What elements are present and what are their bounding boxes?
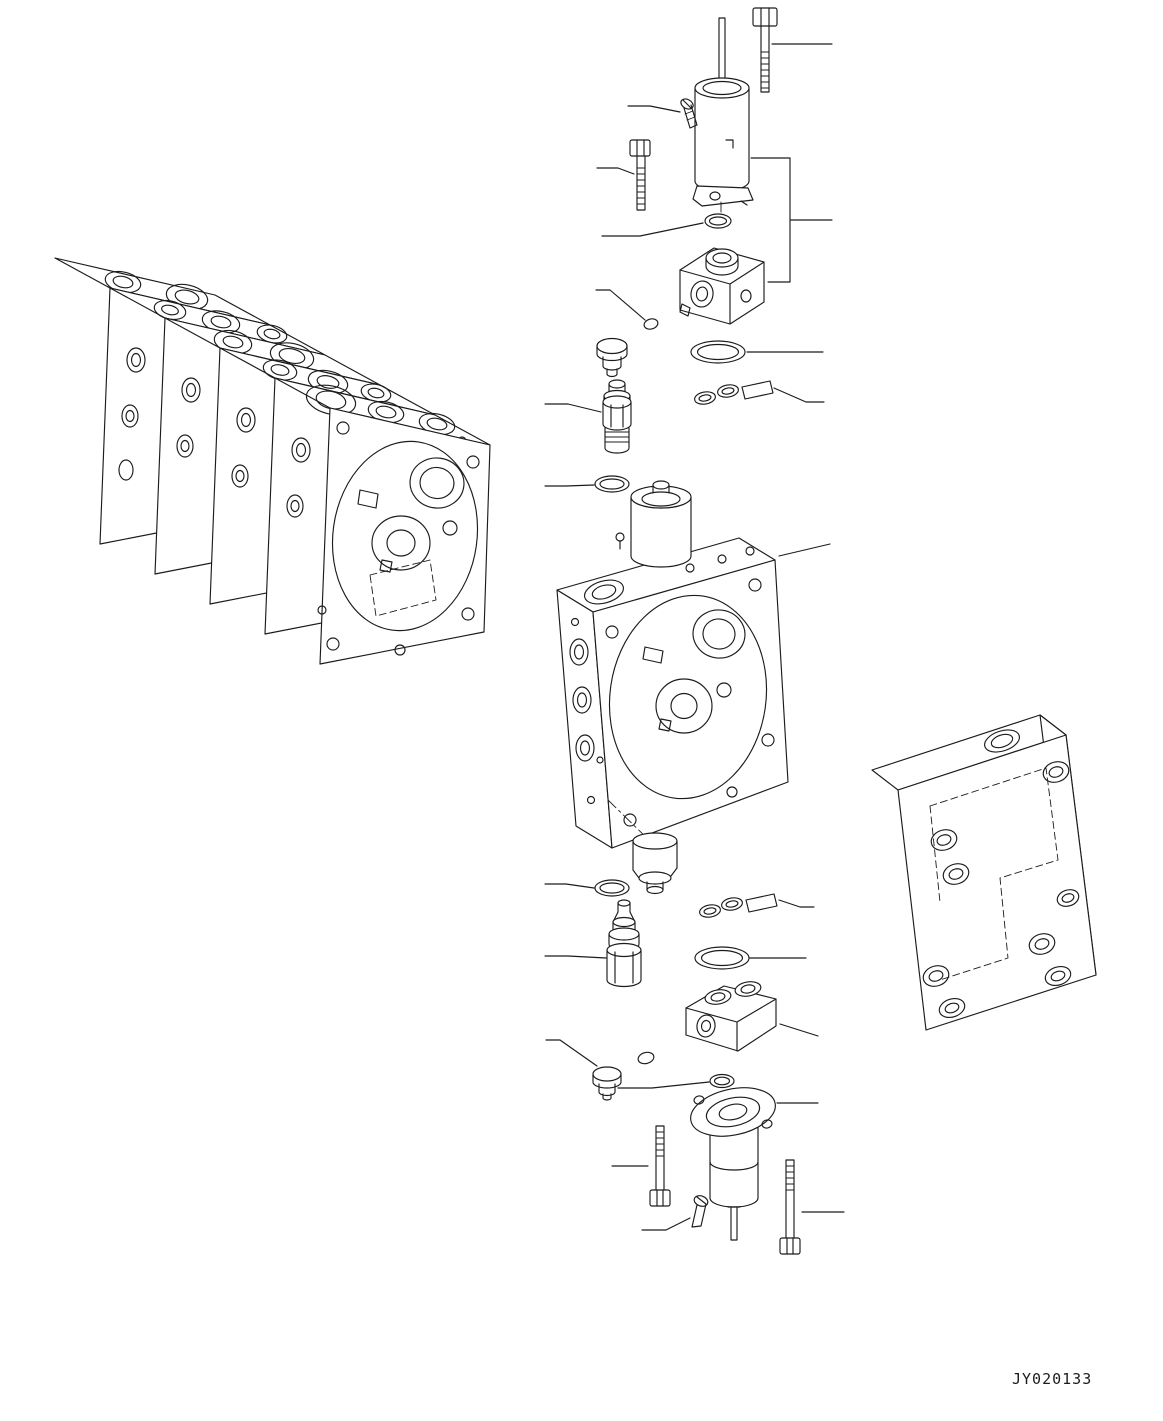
solenoid-flange xyxy=(690,1087,776,1137)
o-ring-lower-left xyxy=(594,879,630,897)
o-ring-small-lower xyxy=(709,1073,735,1089)
socket-bolt-lower-left xyxy=(649,1125,671,1207)
valve-block-assembly xyxy=(54,257,491,665)
seal-kit-lower xyxy=(699,893,778,918)
socket-bolt-upper xyxy=(629,139,651,211)
o-ring-large-upper xyxy=(690,340,746,364)
hex-bolt-top xyxy=(752,7,778,93)
solenoid-valve-upper xyxy=(692,77,754,207)
plug-upper xyxy=(596,337,628,378)
steel-ball-upper xyxy=(643,318,659,330)
plug-lower xyxy=(592,1066,622,1101)
drawing-number: JY020133 xyxy=(1012,1370,1093,1388)
pilot-valve-body-upper xyxy=(679,247,765,325)
main-valve-section xyxy=(556,537,789,849)
seal-kit-upper xyxy=(694,380,774,405)
relief-valve-lower xyxy=(606,899,642,988)
pilot-valve-body-lower xyxy=(685,981,777,1052)
socket-bolt-lower-right xyxy=(779,1159,801,1255)
relief-valve-upper xyxy=(602,379,632,454)
o-ring-upper-left xyxy=(594,475,630,493)
screw-lower xyxy=(691,1195,709,1228)
o-ring-large-lower xyxy=(694,946,750,970)
spool-cap-cylinder xyxy=(615,480,692,568)
spool-end-boss xyxy=(632,832,678,895)
leader-lines xyxy=(544,43,845,1231)
screw-upper xyxy=(680,98,698,129)
solenoid-valve-lower xyxy=(690,1087,776,1208)
push-rod-lower xyxy=(727,1206,741,1241)
cover-plate xyxy=(871,714,1097,1031)
push-rod-upper xyxy=(715,17,729,84)
steel-ball-lower xyxy=(637,1051,655,1065)
o-ring-small-upper xyxy=(704,213,732,229)
